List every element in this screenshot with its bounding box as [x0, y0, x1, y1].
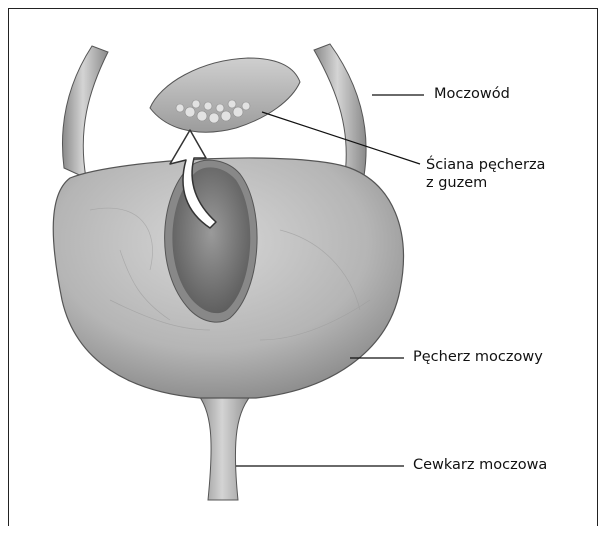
leader-wall	[262, 112, 420, 164]
left-ureter	[62, 46, 108, 178]
label-urethra: Cewkarz moczowa	[413, 457, 547, 474]
label-ureter: Moczowód	[434, 86, 510, 103]
label-bladder-wall-line1: Ściana pęcherza	[426, 157, 545, 174]
label-bladder: Pęcherz moczowy	[413, 349, 543, 366]
urethra-tube	[196, 392, 254, 500]
label-bladder-wall-line2: z guzem	[426, 175, 487, 192]
